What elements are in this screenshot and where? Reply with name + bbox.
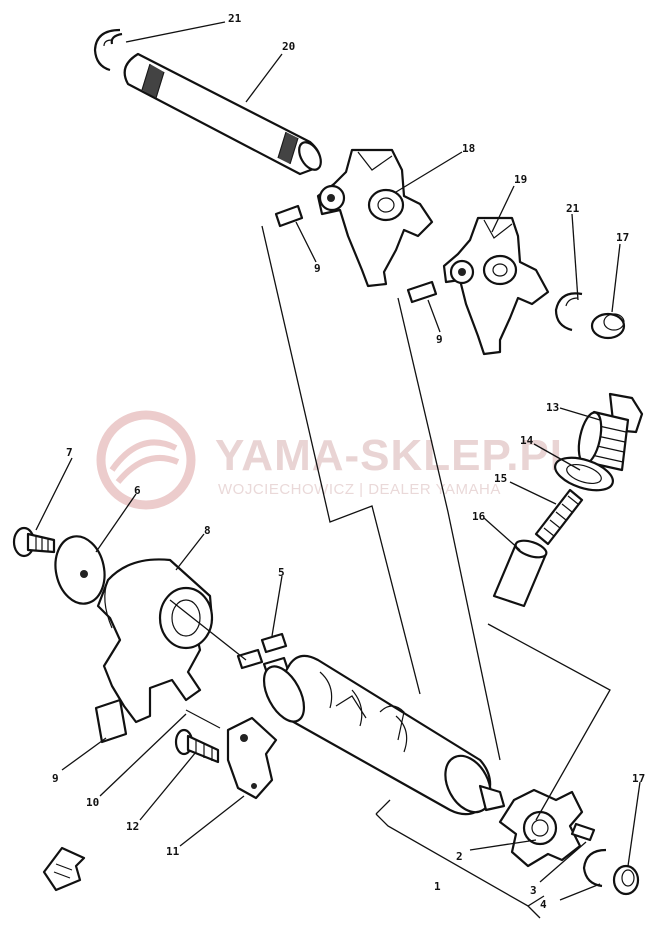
callout-15: 15 <box>494 472 507 485</box>
callout-21-right: 21 <box>566 202 580 215</box>
washer-14 <box>554 456 614 492</box>
guide-pin-lower <box>94 698 128 744</box>
threaded-plug <box>577 392 644 472</box>
callout-3: 3 <box>530 884 537 897</box>
callout-17-top: 17 <box>616 231 629 244</box>
callout-13: 13 <box>546 401 559 414</box>
callout-6: 6 <box>134 484 141 497</box>
leader-lines <box>35 21 641 901</box>
assembly-lines <box>169 225 611 821</box>
segment-11 <box>226 716 278 800</box>
callout-5: 5 <box>278 566 285 579</box>
watermark-title: YAMA-SKLEP.PL <box>215 431 578 480</box>
washer-6 <box>54 535 106 605</box>
shift-fork-8 <box>96 558 214 724</box>
guide-pin-upper-left <box>274 204 304 228</box>
callout-20: 20 <box>282 40 295 53</box>
callout-12: 12 <box>126 820 139 833</box>
callout-9-left: 9 <box>314 262 321 275</box>
shift-fork-19 <box>442 216 550 356</box>
callout-2: 2 <box>456 850 463 863</box>
watermark-subtitle: WOJCIECHOWICZ | DEALER YAMAHA <box>218 481 501 498</box>
callout-17-bottom: 17 <box>632 772 645 785</box>
shift-drum <box>262 654 506 816</box>
callout-18: 18 <box>462 142 475 155</box>
shift-fork-18 <box>316 148 434 288</box>
callout-21-top: 21 <box>228 12 242 25</box>
pin-10 <box>185 709 221 729</box>
spring-15 <box>534 488 584 546</box>
callout-7: 7 <box>66 446 73 459</box>
group-bracket <box>375 799 545 919</box>
callout-8: 8 <box>204 524 211 537</box>
callout-19: 19 <box>514 173 527 186</box>
callout-10: 10 <box>86 796 99 809</box>
bolt-12 <box>174 728 220 764</box>
callout-9-right: 9 <box>436 333 443 346</box>
callout-9-lower: 9 <box>52 772 59 785</box>
circlip-top <box>93 28 123 72</box>
callout-4: 4 <box>540 898 547 911</box>
yamaha-logo-watermark <box>96 410 196 510</box>
watermark: YAMA-SKLEP.PL WOJCIECHOWICZ | DEALER YAM… <box>96 410 578 510</box>
cap-top-right <box>590 312 626 340</box>
cap-bottom-right <box>612 864 640 896</box>
callout-labels: 21 20 18 19 21 17 9 9 13 14 15 16 7 6 8 … <box>52 12 645 911</box>
callout-14: 14 <box>520 434 534 447</box>
bolt-7 <box>12 526 56 558</box>
callout-1: 1 <box>434 880 441 893</box>
shift-fork-shaft <box>123 52 322 176</box>
callout-11: 11 <box>166 845 180 858</box>
callout-16: 16 <box>472 510 486 523</box>
circlip-bottom <box>582 848 607 888</box>
guide-pin-upper-right <box>406 280 438 304</box>
front-arrow-icon <box>42 846 86 892</box>
circlip-right <box>554 292 583 332</box>
plunger-16 <box>492 539 548 608</box>
